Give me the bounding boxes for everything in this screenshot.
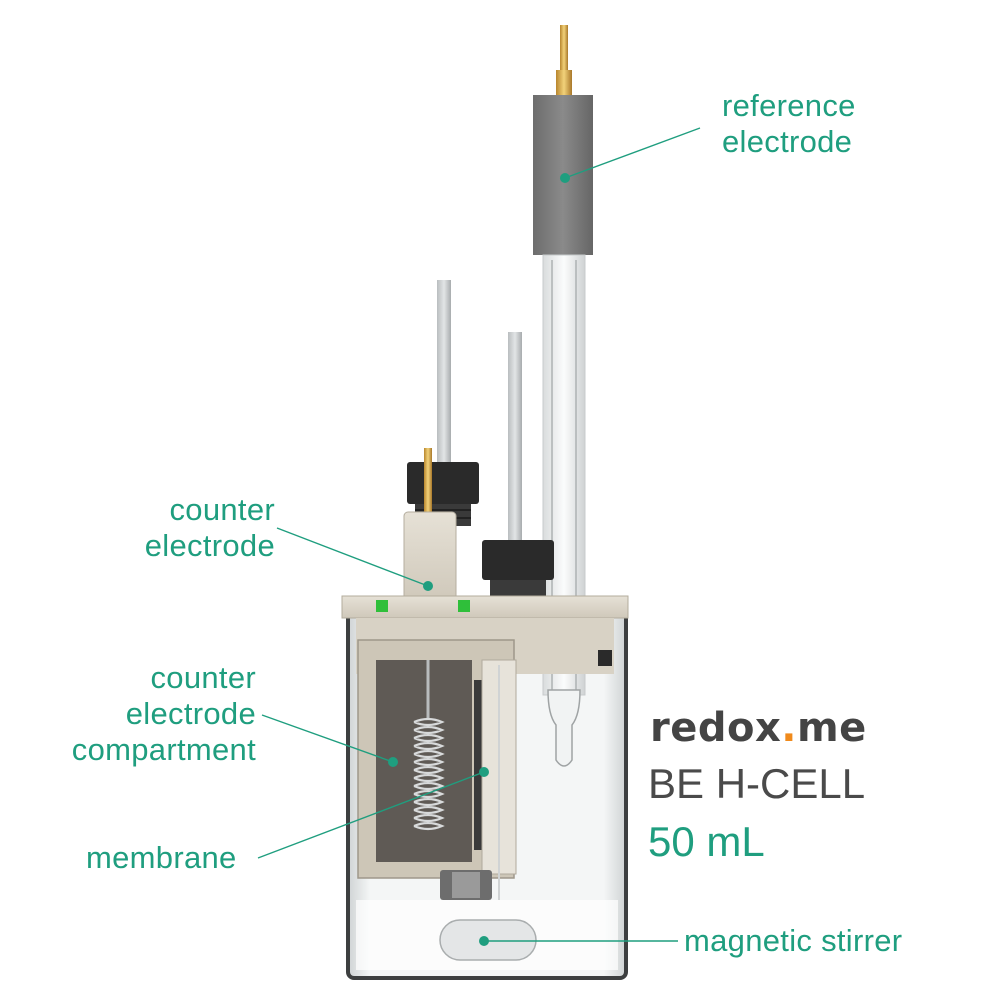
counter-electrode-rod xyxy=(437,280,451,490)
compartment-label-line1: counter xyxy=(150,660,256,695)
counter-electrode-label: counter electrode xyxy=(130,492,275,564)
brand-logo: redox.me xyxy=(650,705,867,751)
brand-logo-part2: me xyxy=(796,705,867,751)
working-electrode-rod xyxy=(508,332,522,542)
cap-right xyxy=(482,540,554,598)
compartment-label-line3: compartment xyxy=(71,732,256,767)
counter-electrode-compartment xyxy=(357,639,517,900)
counter-electrode-compartment-label: counter electrode compartment xyxy=(20,660,256,768)
product-name: BE H-CELL xyxy=(648,760,866,807)
counter-electrode-label-line2: electrode xyxy=(144,528,275,563)
reference-electrode-label-line1: reference xyxy=(722,88,856,123)
compartment-label-line2: electrode xyxy=(125,696,256,731)
counter-electrode-label-line1: counter xyxy=(169,492,275,527)
reference-electrode-label: reference electrode xyxy=(722,88,856,160)
reference-electrode-label-line2: electrode xyxy=(722,124,853,159)
magnetic-stirrer-label-text: magnetic stirrer xyxy=(684,923,903,958)
product-volume: 50 mL xyxy=(648,818,765,865)
magnetic-stirrer-label: magnetic stirrer xyxy=(684,923,902,959)
membrane-label-text: membrane xyxy=(86,840,237,875)
brand-logo-dot: . xyxy=(781,705,797,751)
leader-lines xyxy=(257,127,701,946)
membrane-label: membrane xyxy=(86,840,237,876)
brand-logo-part1: redox xyxy=(650,705,782,751)
